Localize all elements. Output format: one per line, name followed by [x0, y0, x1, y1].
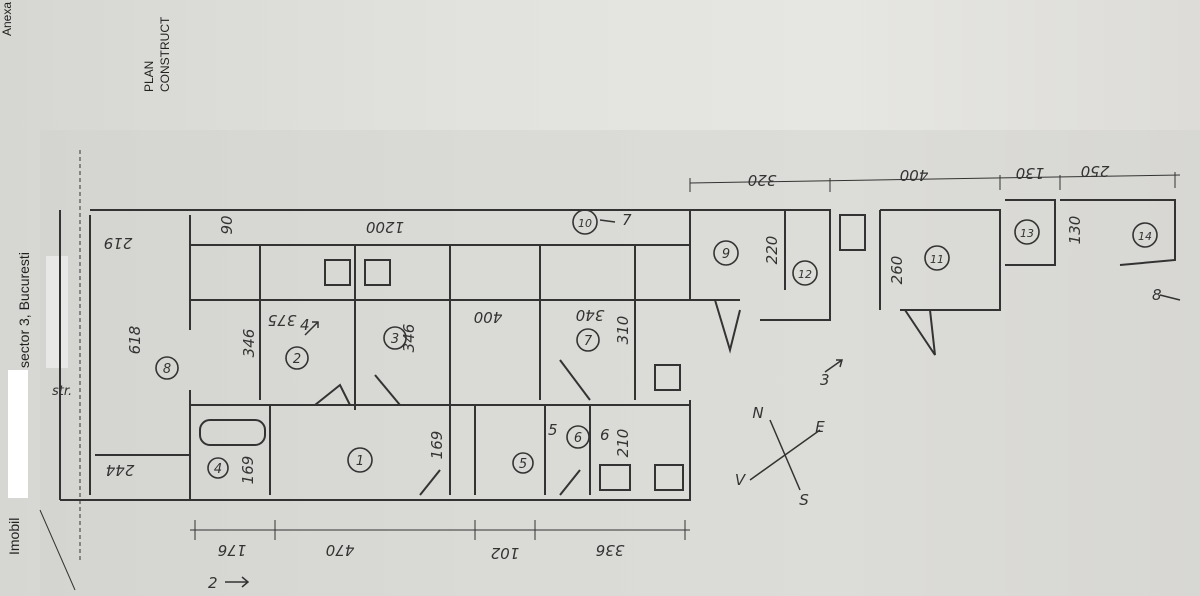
dim-220: 220 [763, 236, 781, 265]
dim-210: 210 [614, 429, 632, 458]
chimney-3 [364, 259, 391, 286]
street-note: str. [52, 384, 72, 399]
room-9-number: 9 [722, 247, 730, 262]
dim-102: 102 [491, 544, 520, 562]
dim-130a: 130 [1016, 164, 1045, 182]
compass-east: E [815, 418, 825, 436]
dim-169a: 169 [239, 456, 257, 485]
arrow-label-4: 4 [300, 316, 310, 334]
arrow-label-3: 3 [820, 371, 830, 389]
room-10-number: 10 [578, 217, 592, 230]
dim-346b: 346 [400, 324, 418, 353]
dim-90: 90 [218, 215, 236, 234]
room-9-circle [713, 240, 739, 266]
dim-169b: 169 [428, 431, 446, 460]
dim-250: 250 [1081, 162, 1110, 180]
arrow-2-icon [225, 576, 250, 588]
outer-wall-bottom [60, 400, 691, 501]
redaction-box-1 [8, 370, 28, 498]
room-13-circle [1014, 219, 1040, 245]
plan-shading [40, 130, 1200, 596]
dim-400b: 400 [900, 166, 929, 184]
door-swing-5 [559, 469, 581, 496]
dim-260: 260 [888, 256, 906, 285]
sink [654, 464, 684, 491]
room-11-number: 11 [930, 253, 944, 266]
door-swing-4 [419, 469, 441, 496]
arrow-7-icon [599, 219, 616, 223]
room13-outline [1005, 199, 1056, 266]
room-3-circle [383, 326, 407, 350]
room-11-circle [924, 245, 950, 271]
room9-12-outline [690, 209, 831, 321]
margin-mark [39, 509, 76, 591]
arrow-8-icon [1159, 294, 1181, 301]
room-4-number: 4 [214, 462, 222, 477]
dim-470: 470 [326, 541, 355, 559]
door-swing-3 [559, 359, 591, 401]
room-8-number: 8 [163, 362, 171, 377]
arrow-label-8: 8 [1152, 286, 1162, 304]
dim-1200: 1200 [366, 218, 404, 236]
room11-outline [880, 209, 1001, 311]
compass-west: V [735, 471, 747, 489]
room-14-circle [1132, 222, 1158, 248]
room-8-circle [155, 356, 179, 380]
dim-310: 310 [614, 316, 632, 345]
room14-outline [1060, 199, 1176, 266]
dim-130b: 130 [1066, 216, 1084, 245]
arrow-3-icon [824, 359, 843, 373]
room-6-circle [566, 425, 590, 449]
arrow-label-2: 2 [208, 574, 218, 592]
compass-north: N [752, 404, 763, 422]
room-14-number: 14 [1138, 230, 1152, 243]
room-4-circle [207, 457, 229, 479]
dim-618: 618 [126, 326, 144, 355]
room-7-circle [576, 328, 600, 352]
door-swing-2 [374, 374, 401, 406]
bathtub [199, 419, 266, 446]
room-6-number: 6 [574, 431, 582, 446]
room-1-circle [347, 447, 373, 473]
room-10-circle [572, 209, 598, 235]
room-12-number: 12 [798, 268, 812, 281]
chimney-7 [654, 364, 681, 391]
arrow-label-6: 6 [600, 426, 610, 444]
dim-176: 176 [218, 541, 247, 559]
room-2-circle [285, 346, 309, 370]
compass-south: S [799, 491, 809, 509]
stove [599, 464, 631, 491]
dim-320: 320 [748, 171, 777, 189]
arrow-4-icon [304, 321, 319, 336]
room-5-number: 5 [519, 457, 527, 472]
room-7-number: 7 [584, 334, 593, 349]
room-5-circle [512, 452, 534, 474]
fixture-right [839, 214, 866, 251]
room-12-circle [792, 260, 818, 286]
arrow-label-7: 7 [622, 211, 632, 229]
room-3-number: 3 [391, 332, 399, 347]
chimney-2 [324, 259, 351, 286]
dim-400a: 400 [474, 308, 503, 326]
compass-axis-2 [769, 419, 801, 491]
room-1-number: 1 [356, 454, 364, 469]
dim-375: 375 [268, 311, 297, 329]
room-13-number: 13 [1020, 227, 1034, 240]
dim-244: 244 [106, 461, 135, 479]
door-swing-1 [314, 383, 351, 406]
arrow-label-5: 5 [548, 421, 558, 439]
door-swing-7 [714, 299, 741, 354]
room-2-number: 2 [293, 352, 301, 367]
dim-340: 340 [576, 306, 605, 324]
dimension-line-top [689, 174, 1181, 184]
dim-346a: 346 [240, 329, 258, 358]
dim-336: 336 [596, 541, 625, 559]
door-swing-6 [904, 309, 936, 356]
dim-219: 219 [104, 234, 133, 252]
